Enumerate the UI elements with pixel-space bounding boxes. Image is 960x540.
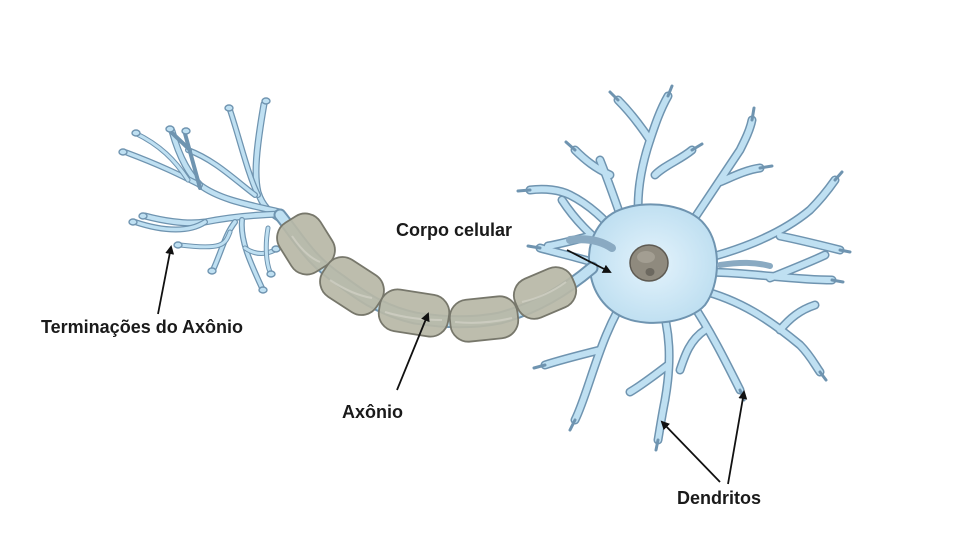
myelin-segment bbox=[377, 288, 451, 338]
myelin-highlights bbox=[291, 235, 567, 324]
dendrites-arrow-right bbox=[727, 390, 748, 485]
axon-terminals bbox=[122, 100, 289, 291]
dendrites-label: Dendritos bbox=[677, 488, 762, 508]
myelin-segment bbox=[319, 256, 385, 316]
pointer-arrows bbox=[157, 245, 748, 485]
cell-body-label: Corpo celular bbox=[396, 220, 513, 240]
axon-label: Axônio bbox=[342, 402, 403, 422]
myelin-segment bbox=[276, 212, 336, 276]
cell-body-arrow bbox=[566, 249, 612, 273]
axon-terminals-label: Terminações do Axônio bbox=[41, 317, 244, 337]
axon-terminals-arrow bbox=[157, 245, 175, 315]
myelin-segment bbox=[512, 266, 578, 320]
nucleus bbox=[629, 244, 669, 282]
dendrites-arrow-left bbox=[660, 420, 721, 483]
axon-arrow bbox=[396, 312, 430, 391]
axon-terminal-knobs bbox=[118, 97, 281, 294]
dendrites bbox=[516, 84, 852, 452]
myelin-segment bbox=[448, 295, 520, 343]
myelin-sheath bbox=[276, 212, 578, 343]
